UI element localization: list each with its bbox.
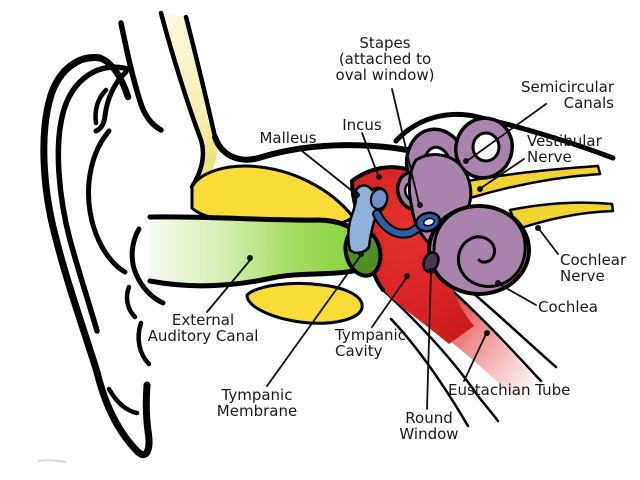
label-malleus: Malleus — [259, 129, 317, 147]
label-stapes-line1: Stapes — [359, 34, 411, 52]
incus-shape — [369, 188, 389, 210]
skull-arc-right — [393, 112, 616, 161]
label-cochlea: Cochlea — [538, 298, 598, 316]
dot-eustachian-tube — [484, 330, 490, 336]
pinna — [40, 54, 166, 459]
pinna-outer-helix — [40, 54, 153, 459]
temple-line — [118, 20, 164, 133]
leader-eustachian-tube — [463, 333, 487, 382]
label-stapes: Stapes (attached to oval window) — [336, 35, 435, 83]
leader-incus — [361, 132, 379, 176]
dot-malleus — [354, 192, 360, 198]
leader-dots — [247, 158, 541, 336]
pinna-lobe-inner-curve — [136, 320, 152, 367]
leader-vestibular-nerve — [480, 158, 525, 189]
label-cochlear-nerve: Cochlear Nerve — [560, 251, 627, 285]
ear-canal — [147, 214, 370, 289]
dot-cochlea — [495, 280, 501, 286]
skull-line-right — [183, 14, 218, 140]
skull-line-left — [158, 10, 206, 190]
leader-cochlear-nerve — [538, 228, 559, 255]
leader-round-window — [426, 271, 432, 410]
label-semicircular-canals: Semicircular Canals — [520, 78, 614, 112]
label-external-auditory-canal: External Auditory Canal — [147, 311, 259, 345]
skull-band — [166, 14, 218, 186]
dot-stapes — [417, 202, 423, 208]
label-tympanic-membrane: Tympanic Membrane — [216, 386, 298, 420]
label-vestibular-nerve: Vestibular Nerve — [527, 132, 602, 166]
pinna-lobe-crease — [106, 386, 140, 416]
vestibular-nerve-band — [460, 164, 602, 200]
eustachian-tube-outline-lower-outer — [389, 317, 470, 428]
dot-incus — [376, 174, 382, 180]
label-tympanic-cavity: Tympanic Cavity — [335, 326, 406, 360]
eustachian-tube-outline-upper-inner — [445, 284, 543, 383]
dot-external-auditory-canal — [247, 255, 253, 261]
dot-round-window — [428, 268, 434, 274]
label-eustachian-tube: Eustachian Tube — [448, 381, 571, 399]
dot-cochlear-nerve — [535, 225, 541, 231]
eustachian-tube-outline-lower-inner — [381, 288, 500, 423]
label-stapes-line3: oval window) — [335, 66, 435, 84]
label-round-window: Round Window — [399, 409, 459, 443]
dot-tympanic-cavity — [404, 273, 410, 279]
cochlear-nerve-band — [508, 201, 615, 231]
leader-cochlea — [498, 283, 537, 306]
pinna-helix-crus — [93, 69, 129, 134]
dot-vestibular-nerve — [477, 186, 483, 192]
leader-lines — [206, 88, 559, 410]
cochlea-spiral — [432, 204, 527, 288]
faint-baseline — [37, 459, 67, 463]
leader-stapes — [391, 88, 420, 205]
leader-tympanic-membrane — [266, 254, 362, 387]
leader-tympanic-cavity — [371, 276, 408, 328]
round-window-shape — [422, 251, 440, 273]
leader-malleus — [296, 146, 357, 195]
dot-tympanic-membrane — [358, 251, 364, 257]
pinna-antihelix — [86, 128, 128, 275]
leader-semicircular-canals — [466, 103, 547, 162]
stapes-ring-hole — [422, 217, 436, 227]
pinna-inner-helix — [55, 64, 131, 334]
bone-below-canal — [245, 281, 364, 325]
pinna-crus-branch — [93, 87, 109, 126]
pinna-tragus — [129, 226, 166, 306]
pinna-antitragus — [124, 284, 138, 320]
dot-semicircular-canals — [463, 158, 469, 164]
leader-external-auditory-canal — [206, 258, 252, 313]
label-stapes-line2: (attached to — [338, 50, 432, 68]
label-incus: Incus — [342, 116, 382, 134]
skull-arc-middle — [212, 134, 433, 163]
pinna-helix-top — [96, 54, 132, 101]
